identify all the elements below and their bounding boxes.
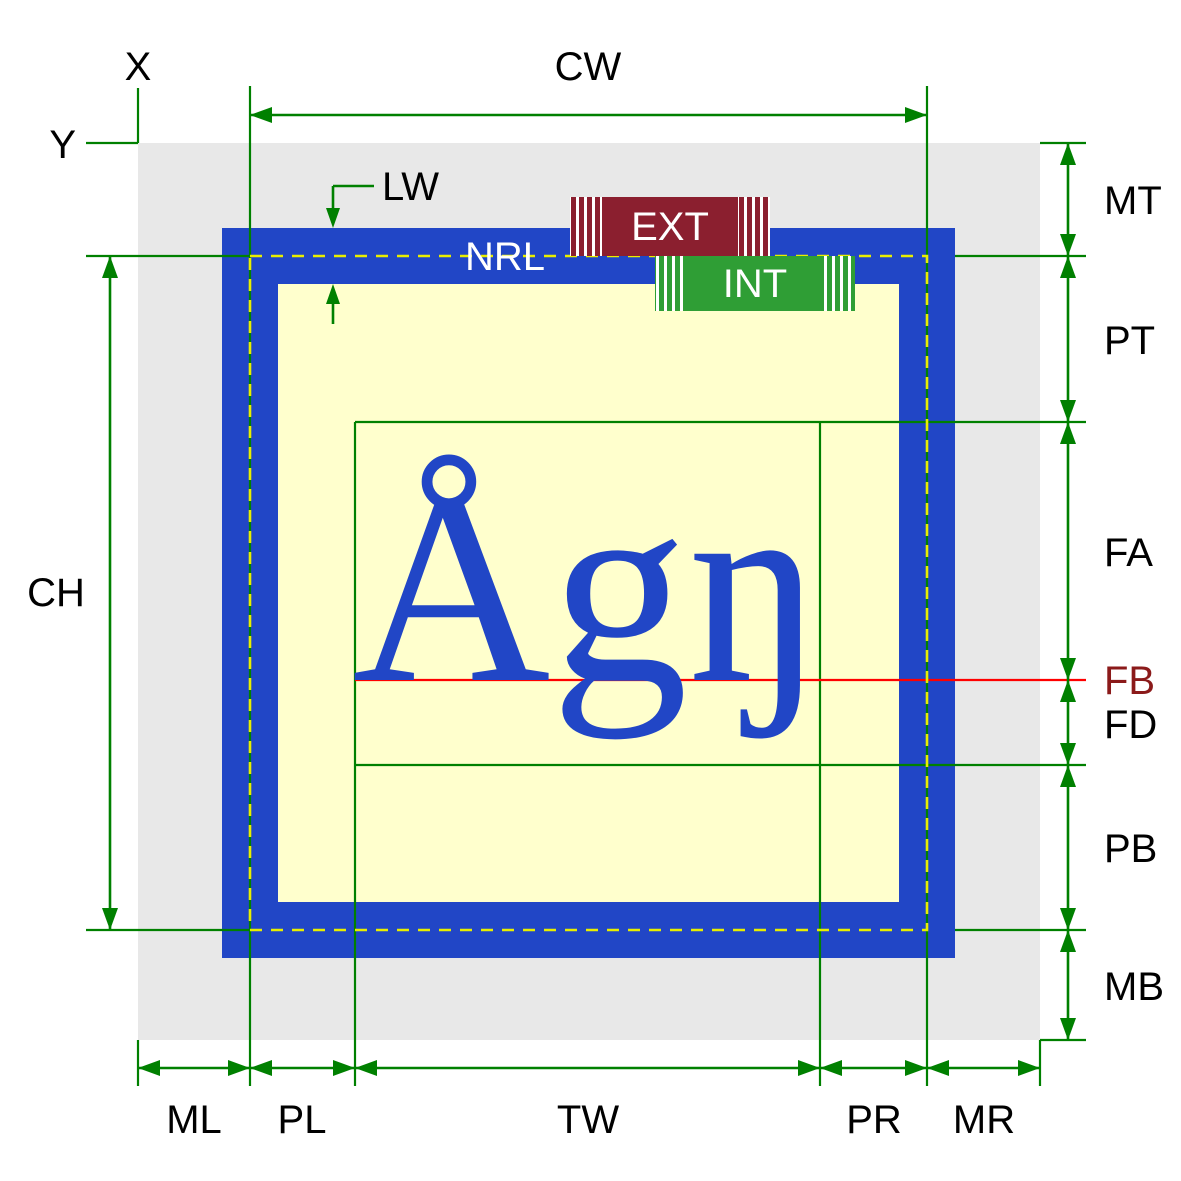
pb-label: PB <box>1104 827 1157 871</box>
int-label: INT <box>723 262 787 306</box>
arrowhead <box>333 1060 355 1076</box>
int-hatch-left <box>655 256 687 311</box>
arrowhead <box>1060 930 1076 952</box>
arrowhead <box>1060 743 1076 765</box>
arrowhead <box>228 1060 250 1076</box>
arrowhead <box>1060 658 1076 680</box>
arrowhead <box>905 1060 927 1076</box>
arrowhead <box>355 1060 377 1076</box>
arrowhead <box>1060 256 1076 278</box>
x-label: X <box>125 45 152 89</box>
lw-dimension <box>326 184 374 324</box>
arrowhead <box>250 1060 272 1076</box>
fd-label: FD <box>1104 703 1157 747</box>
ch-label: CH <box>27 571 85 615</box>
pl-label: PL <box>278 1098 327 1142</box>
arrowhead <box>1060 765 1076 787</box>
arrowhead <box>1060 234 1076 256</box>
tw-label: TW <box>557 1098 619 1142</box>
pr-label: PR <box>846 1098 902 1142</box>
arrowhead <box>326 208 340 228</box>
cw-label: CW <box>555 45 622 89</box>
ext-rect <box>570 197 770 256</box>
ext-region-box: EXT <box>570 197 770 256</box>
horizontal-dimension-chain <box>138 1060 1040 1076</box>
int-region-box: INT <box>655 256 855 311</box>
arrowhead <box>905 107 927 123</box>
int-hatch-right <box>823 256 855 311</box>
ext-label: EXT <box>631 205 709 249</box>
ext-hatch-right <box>738 197 770 256</box>
arrowhead <box>1018 1060 1040 1076</box>
arrowhead <box>326 284 340 304</box>
lw-label: LW <box>382 165 439 209</box>
ext-hatch-left <box>570 197 602 256</box>
arrowhead <box>927 1060 949 1076</box>
arrowhead <box>1060 143 1076 165</box>
nrl-label: NRL <box>465 235 545 279</box>
arrowhead <box>1060 422 1076 444</box>
fb-label: FB <box>1104 659 1155 703</box>
cw-dimension <box>250 107 927 123</box>
arrowhead <box>1060 908 1076 930</box>
arrowhead <box>798 1060 820 1076</box>
padding-area <box>278 284 899 902</box>
mt-label: MT <box>1104 179 1162 223</box>
vertical-dimension-chain <box>1060 143 1076 1040</box>
arrowhead <box>250 107 272 123</box>
arrowhead <box>138 1060 160 1076</box>
int-rect <box>655 256 855 311</box>
arrowhead <box>102 908 118 930</box>
mb-label: MB <box>1104 965 1164 1009</box>
arrowhead <box>820 1060 842 1076</box>
mr-label: MR <box>953 1098 1015 1142</box>
arrowhead <box>102 256 118 278</box>
y-label: Y <box>49 123 76 167</box>
arrowhead <box>1060 680 1076 702</box>
sample-glyphs: Ågŋ <box>352 436 824 740</box>
arrowhead <box>1060 1018 1076 1040</box>
fa-label: FA <box>1104 531 1153 575</box>
arrowhead <box>1060 400 1076 422</box>
ch-dimension <box>102 256 118 930</box>
ml-label: ML <box>166 1098 222 1142</box>
labels: X Y CW LW NRL CH MT PT FA FB FD PB MB ML… <box>27 45 1164 1142</box>
pt-label: PT <box>1104 319 1155 363</box>
